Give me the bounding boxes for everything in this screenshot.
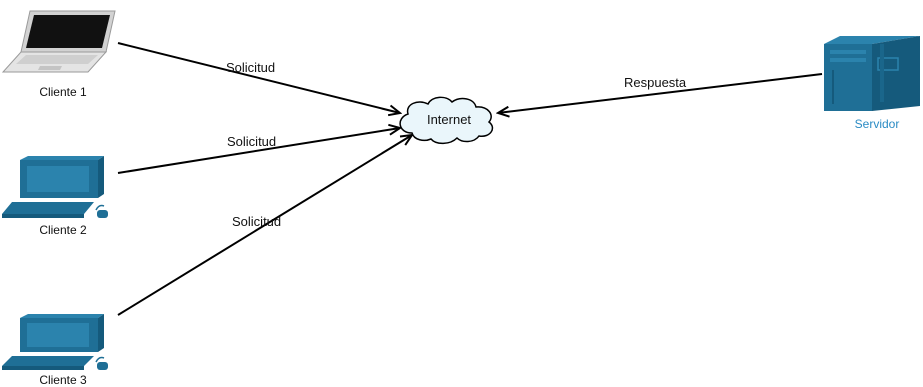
- node-client3: Cliente 3: [2, 314, 108, 387]
- edge-label-client2: Solicitud: [227, 134, 276, 149]
- server-tower-icon: [824, 36, 920, 111]
- node-server: Servidor: [824, 36, 920, 131]
- edge-client1-internet: [117, 42, 400, 113]
- edge-label-client1: Solicitud: [226, 60, 275, 75]
- edge-client2-internet: [117, 128, 400, 174]
- node-internet: Internet: [399, 96, 494, 145]
- node-label-server: Servidor: [855, 117, 900, 131]
- desktop-computer-icon: [2, 314, 108, 370]
- edge-label-client3: Solicitud: [232, 214, 281, 229]
- node-client2: Cliente 2: [2, 156, 108, 237]
- desktop-computer-icon: [2, 156, 108, 218]
- node-label-client3: Cliente 3: [39, 373, 87, 387]
- node-label-client1: Cliente 1: [39, 85, 87, 99]
- edge-server-internet: [498, 73, 823, 113]
- edge-label-server: Respuesta: [624, 75, 687, 90]
- cloud-icon: [399, 96, 494, 145]
- node-label-internet: Internet: [427, 112, 471, 127]
- node-label-client2: Cliente 2: [39, 223, 87, 237]
- node-client1: Cliente 1: [1, 10, 116, 99]
- edge-client3-internet: [117, 135, 412, 316]
- laptop-icon: [1, 10, 116, 73]
